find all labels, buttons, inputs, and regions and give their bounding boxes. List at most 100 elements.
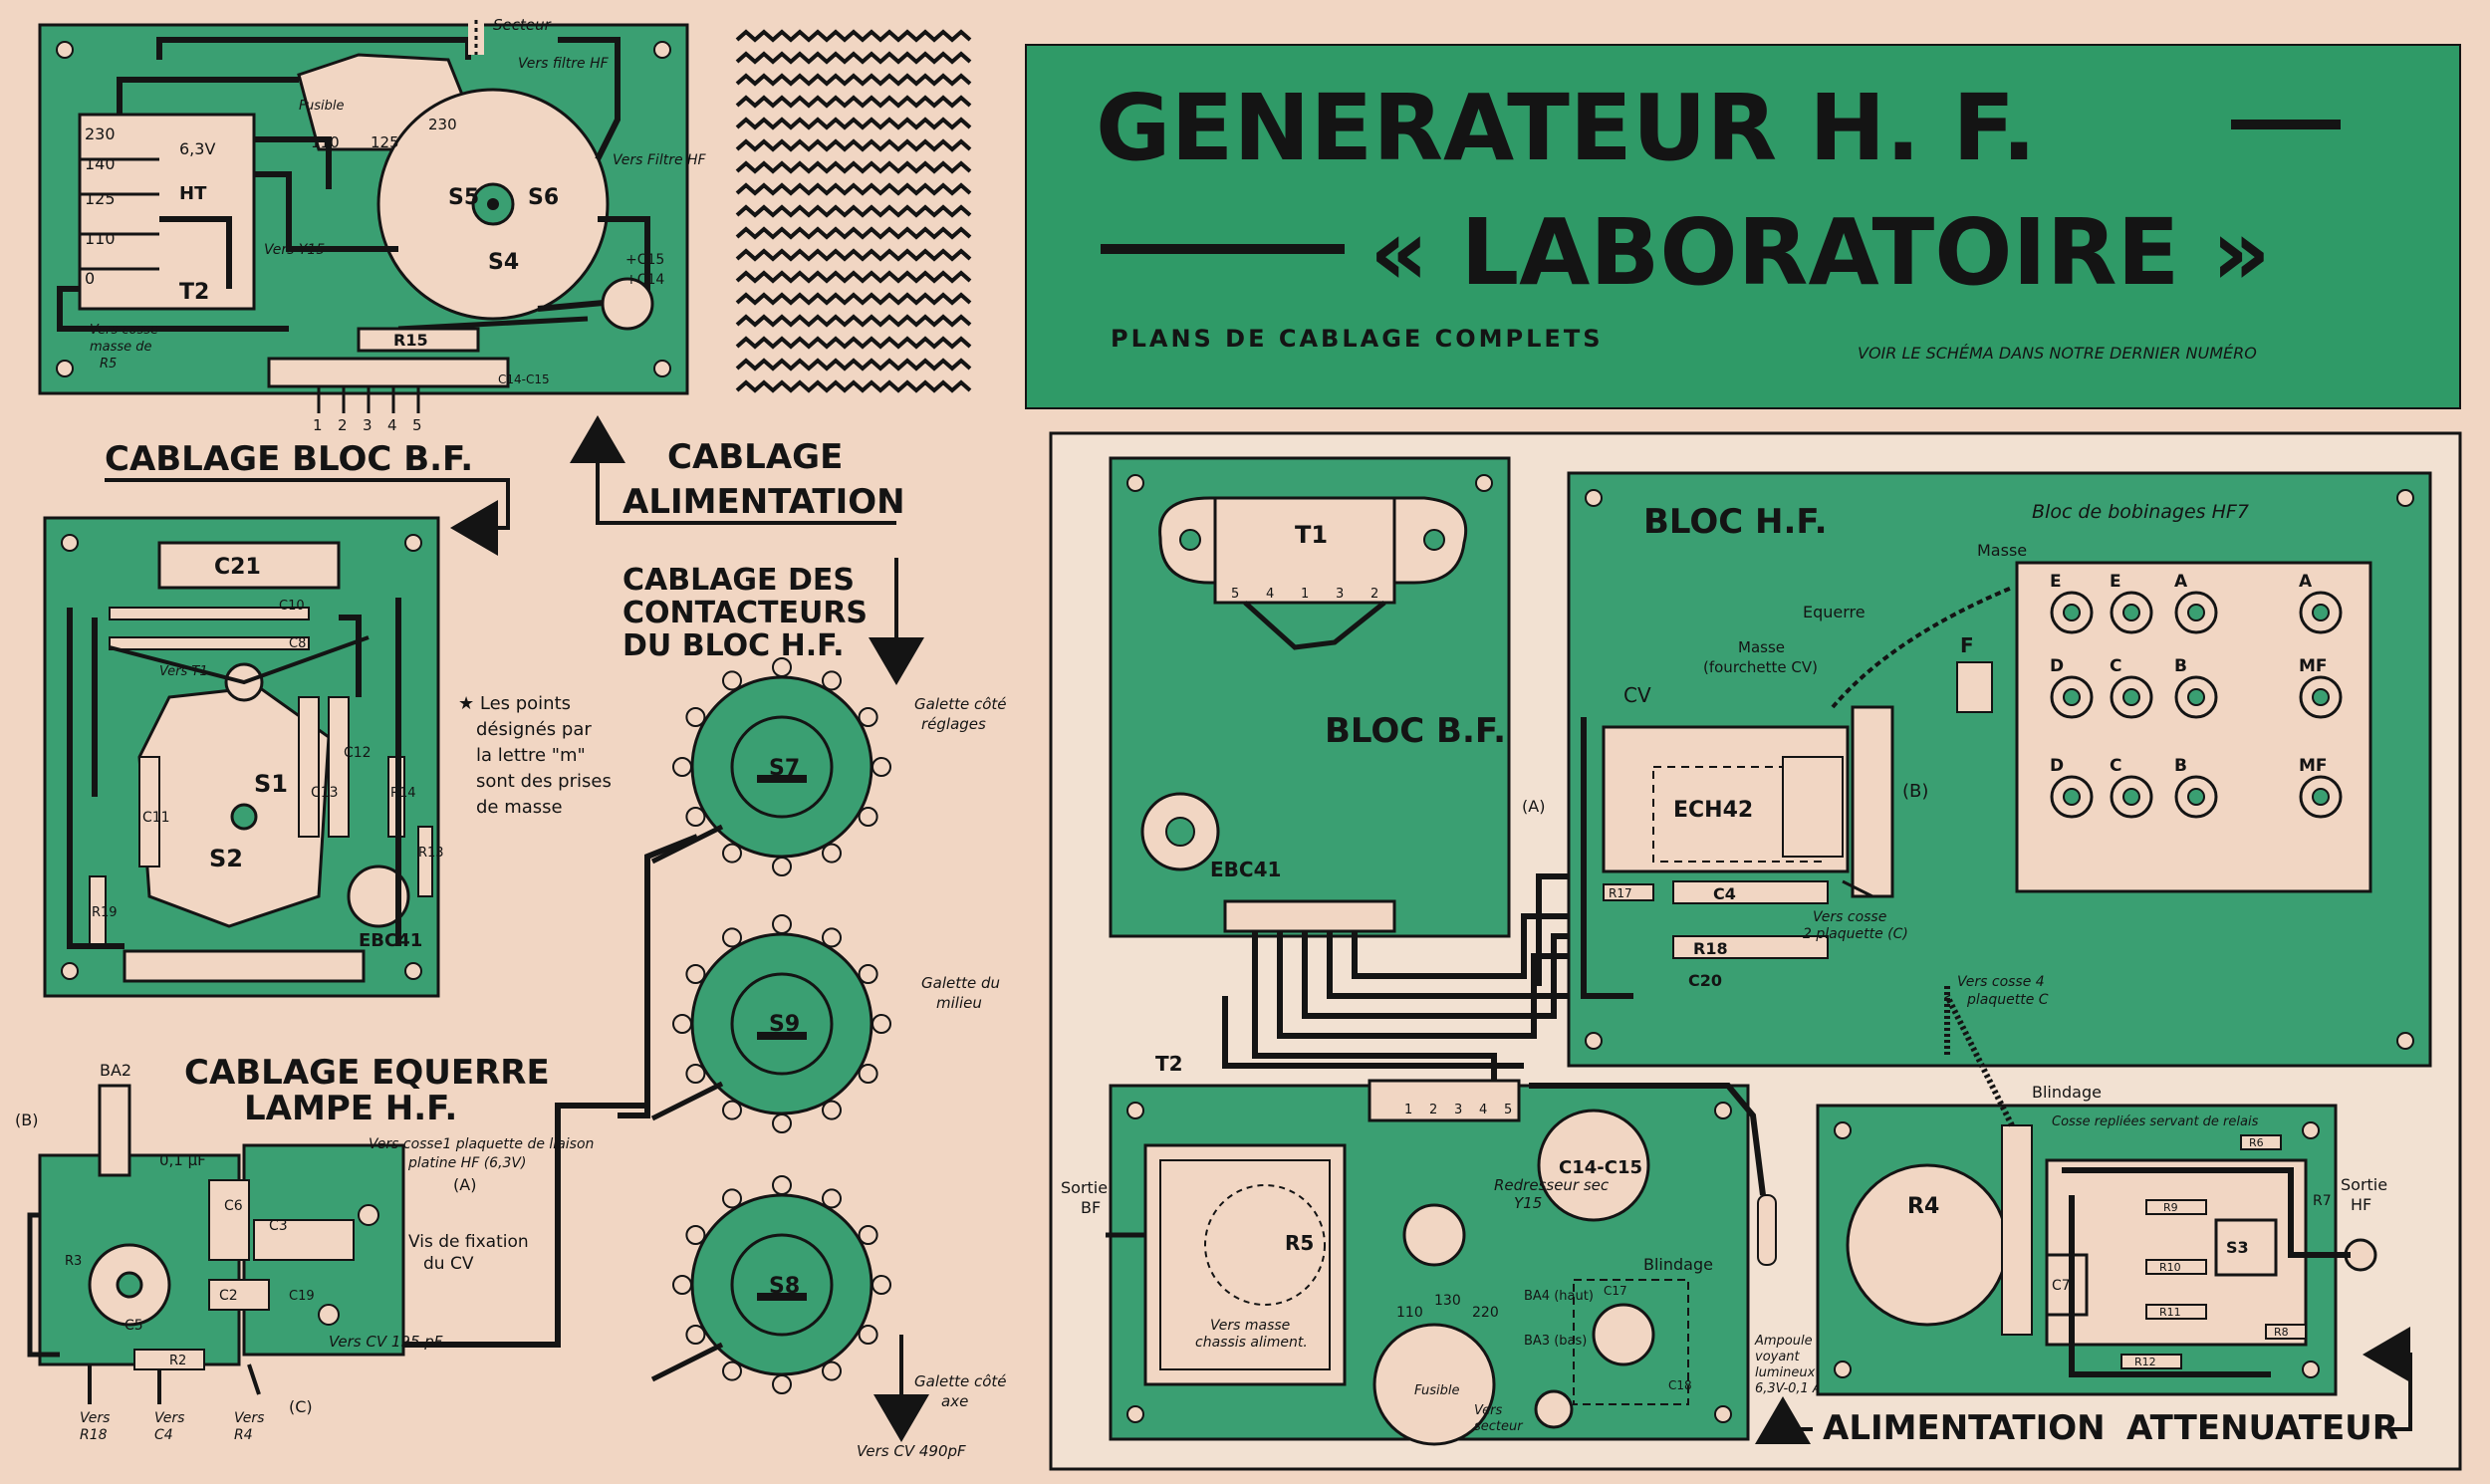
galette-rotor [730,1233,834,1337]
label-p125: 125 [371,133,399,151]
coil-core [2063,604,2081,621]
zigzag-line [735,182,972,196]
label-r2: R2 [169,1354,186,1368]
bloc-bf-right [1109,456,1511,938]
title-alimentation-l2: ALIMENTATION [622,482,905,522]
label-vers-filtre-hf-2: Vers Filtre HF [613,152,707,168]
zigzag-line [735,379,972,393]
label-f130: 130 [1434,1293,1461,1309]
label-b-left: (B) [15,1111,38,1129]
bloc-bf-labels: C21 C10 C8 Vers T1 C12 C13 R14 C11 S1 S2… [92,555,444,951]
label-r18: R18 [1693,939,1728,958]
label-c21: C21 [214,555,261,580]
label-c10: C10 [279,599,305,614]
galette-lug [772,1374,792,1394]
zigzag-line [735,73,972,87]
galette-lug [872,757,891,777]
label-vers-cosse2-l2: 2 plaquette (C) [1803,926,1908,942]
zigzag-line [735,292,972,306]
label-ampoule-l1: Ampoule [1754,1334,1813,1349]
label-230: 230 [85,124,116,143]
coil-core [2312,604,2330,621]
label-c20: C20 [1688,971,1722,990]
label-galette-reglages-l1: Galette côté [914,695,1007,713]
label-r9: R9 [2163,1201,2178,1214]
label-r14: R14 [390,786,416,801]
label-masse-top: Masse [1977,541,2027,560]
zigzag-line [735,336,972,350]
label-bloc-hf: BLOC H.F. [1643,502,1828,542]
label-6-3v: 6,3V [179,139,215,158]
title-line1: GENERATEUR H. F. [1096,75,2037,181]
galette-slot [757,1032,807,1040]
label-ba2: BA2 [100,1061,131,1080]
title-cablage-bloc-bf: CABLAGE BLOC B.F. [105,439,473,479]
label-s3: S3 [2226,1238,2249,1257]
label-ampoule-l2: voyant [1755,1350,1801,1364]
galette-lug [685,1064,706,1084]
label-equerre: Equerre [1803,603,1866,621]
label-vers-r18-l1: Vers [80,1410,110,1426]
label-ht: HT [179,183,207,204]
coil-core [2187,604,2205,621]
label-vers-cosse-l2: masse de [90,340,152,355]
label-c14: +C14 [625,272,664,288]
coil-label: E [2050,572,2062,592]
galette-lug [722,927,742,948]
attenuateur-labels: Blindage Cosse repliées servant de relai… [1907,1083,2387,1368]
galette-lug [822,1100,842,1120]
galette-lug [858,707,878,727]
coil-label: D [2050,756,2064,776]
note-masse-l2: désignés par [476,719,592,740]
label-c15: +C15 [625,252,664,268]
attenuateur-board [1816,994,2377,1396]
note-masse-l1: ★ Les points [458,693,571,714]
label-t2-right: T2 [1155,1052,1183,1076]
title-contacteurs-l2: CONTACTEURS [622,596,868,630]
zigzag-line [735,117,972,130]
label-s6: S6 [528,185,559,210]
galette-lug [858,1064,878,1084]
label-sortie-bf-l1: Sortie [1061,1178,1108,1197]
label-r4: R4 [1907,1194,1939,1219]
label-0-1uf: 0,1 µF [159,1151,206,1169]
label-a-equerre: (A) [453,1175,476,1194]
label-c3: C3 [269,1218,288,1234]
pin-5: 5 [412,416,422,434]
zigzag-line [735,226,972,240]
label-s9: S9 [769,1012,800,1037]
galette-rotor [730,715,834,819]
label-r19: R19 [92,905,118,920]
title-banner: GENERATEUR H. F. « LABORATOIRE » PLANS D… [1025,44,2461,409]
galette-lug [685,807,706,827]
label-vers-secteur-l2: secteur [1474,1419,1524,1434]
coil-label: B [2174,756,2187,776]
label-vers-cosse4-l2: plaquette C [1966,992,2049,1008]
alim-pin-2: 2 [1429,1103,1437,1117]
label-110: 110 [85,229,116,248]
label-vers-cosse-l1: Vers cosse [90,323,158,338]
t1-pin-1: 1 [1301,587,1309,602]
label-fusible-right: Fusible [1414,1383,1459,1398]
galette-lug [858,1225,878,1245]
arrow-alimentation [570,415,896,525]
label-sortie-hf-l1: Sortie [2341,1175,2387,1194]
label-c17: C17 [1604,1284,1627,1298]
label-r10: R10 [2159,1261,2181,1274]
label-sortie-hf-l2: HF [2351,1195,2371,1214]
note-voir-schema: VOIR LE SCHÉMA DANS NOTRE DERNIER NUMÉRO [1858,344,2257,363]
label-redresseur-l2: Y15 [1514,1194,1542,1212]
label-ampoule-l4: 6,3V-0,1 A [1755,1381,1822,1396]
label-bloc-bobinages: Bloc de bobinages HF7 [2032,501,2249,523]
label-c14-c15: C14-C15 [498,372,550,386]
harness-wires [1222,913,1569,1086]
title-alimentation-l1: CABLAGE [667,437,843,477]
label-vis-l2: du CV [423,1254,474,1274]
zigzag-line [735,248,972,262]
label-vers-secteur-l1: Vers [1474,1403,1502,1418]
arrow-bloc-bf [105,478,510,556]
label-secteur: Secteur [493,16,552,34]
galette-lug [822,927,842,948]
coil-core [2122,688,2140,706]
